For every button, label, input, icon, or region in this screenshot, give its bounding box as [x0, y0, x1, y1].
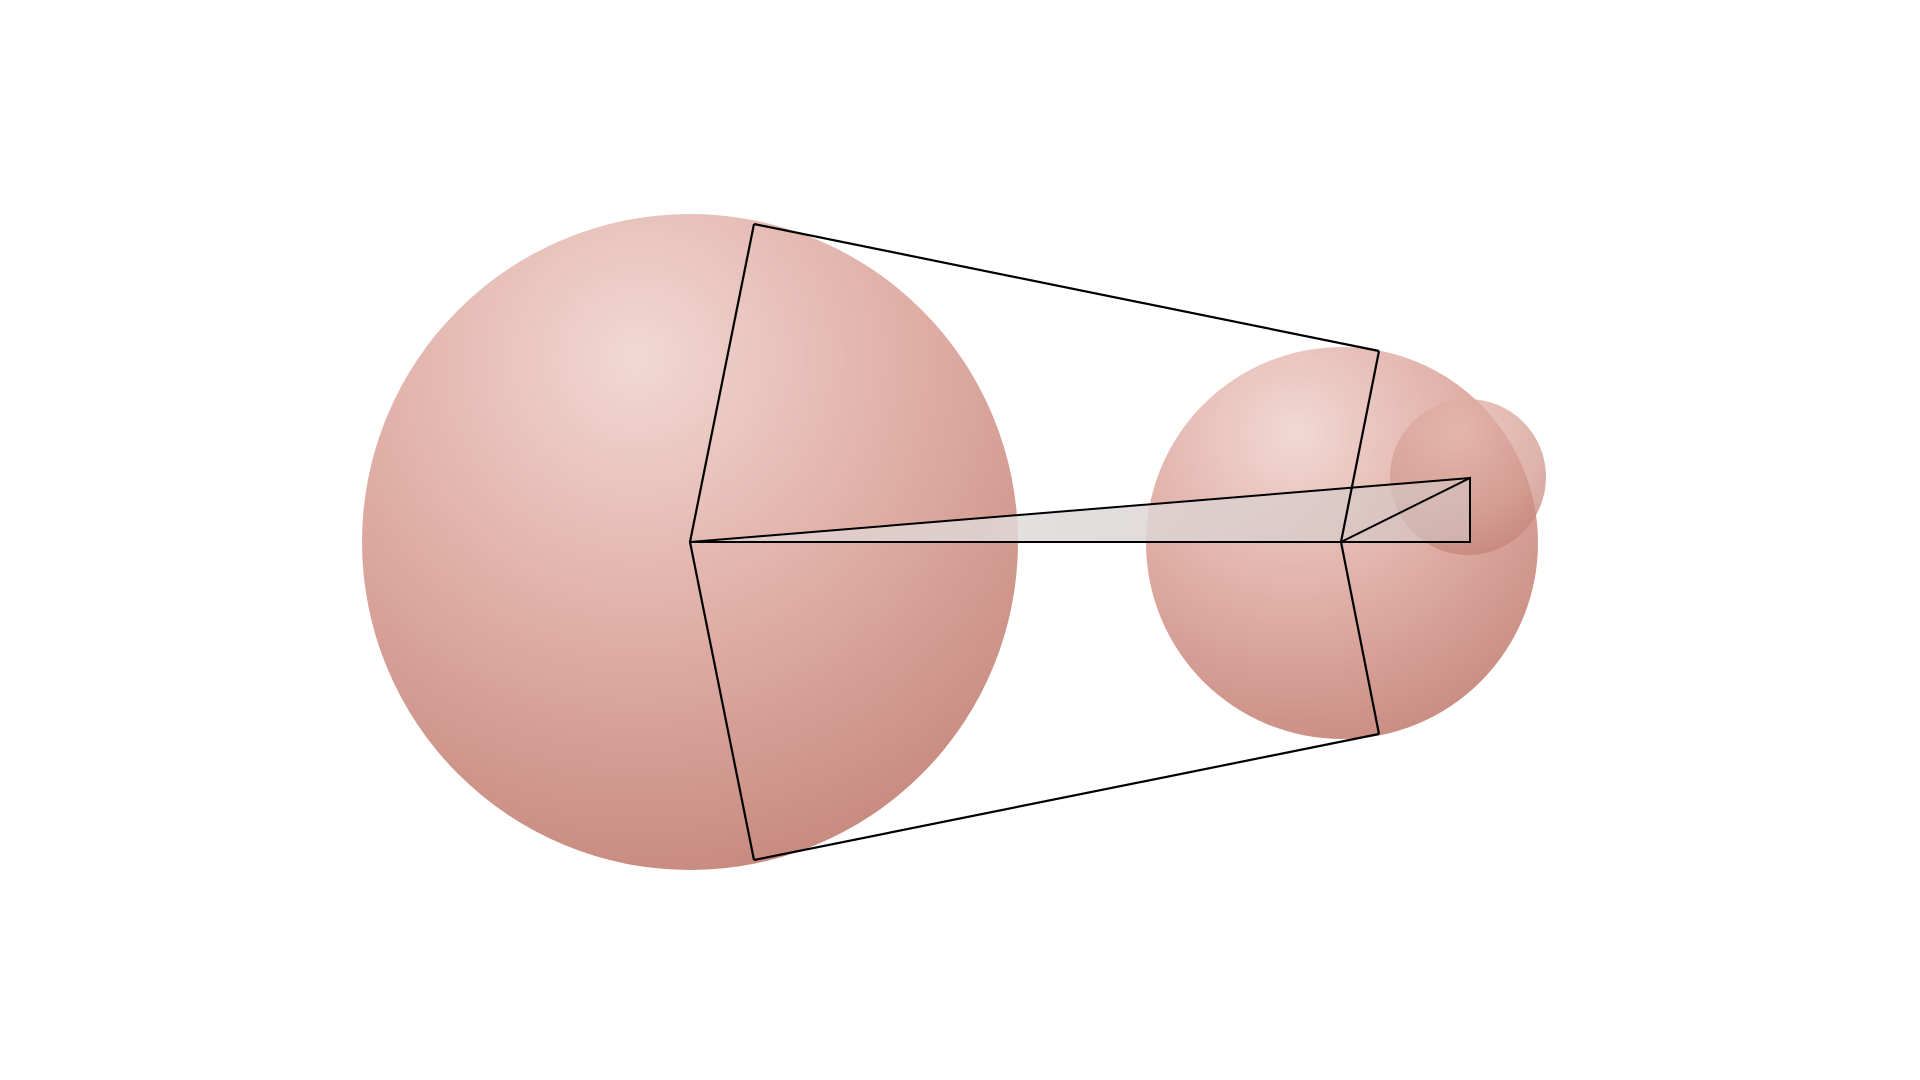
- wedge-upper-edge: [689, 477, 1471, 543]
- small-triangle: [1340, 476, 1471, 543]
- connector-lines: [753, 222, 1380, 862]
- top-connector-line: [753, 222, 1380, 353]
- bottom-connector-line: [753, 732, 1380, 862]
